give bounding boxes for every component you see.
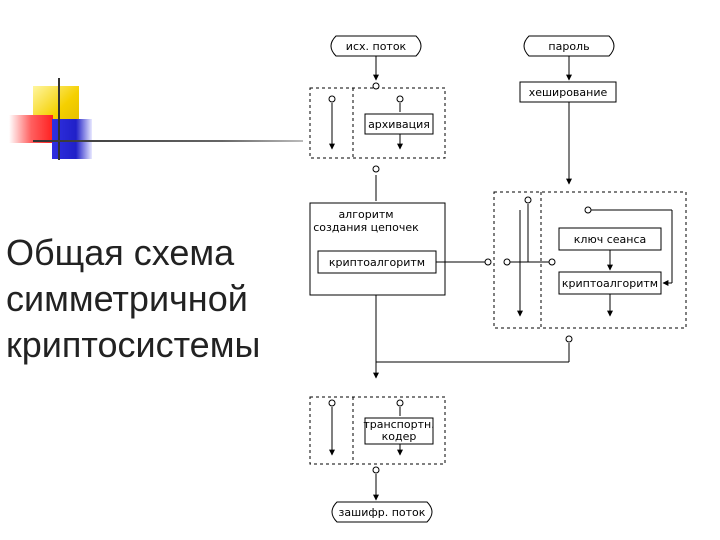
input-stream-terminal [330, 35, 422, 57]
input-stream-label: исх. поток [346, 40, 407, 53]
transport-coder-label-1: транспортн. [363, 418, 434, 431]
password-label: пароль [548, 40, 589, 53]
decorative-horizontal-line [33, 140, 303, 142]
hashing-label: хеширование [529, 86, 608, 99]
slide-title-line-3: криптосистемы [6, 324, 261, 365]
decorative-red-square [9, 115, 53, 143]
hashing-box [519, 81, 617, 103]
encrypted-stream-terminal [331, 501, 433, 523]
transport-group [309, 396, 446, 465]
slide-title: Общая схема симметричной криптосистемы [6, 230, 306, 368]
archiving-label: архивация [368, 118, 430, 131]
slide-title-line-2: симметричной [6, 278, 248, 319]
encrypted-stream-label: зашифр. поток [339, 506, 426, 519]
crypto-algorithm-left-label: криптоалгоритм [329, 256, 425, 269]
decorative-vertical-line [58, 78, 60, 160]
transport-coder-label-2: кодер [382, 430, 417, 443]
transport-coder-box [364, 417, 434, 445]
chain-algorithm-label-2: создания цепочек [313, 221, 419, 234]
chain-algorithm-label-1: алгоритм [338, 208, 393, 221]
password-terminal [523, 35, 615, 57]
crypto-algorithm-right-label: криптоалгоритм [562, 277, 658, 290]
chain-algorithm-box [309, 202, 446, 296]
archiving-box [364, 113, 434, 135]
session-key-group [493, 191, 687, 329]
slide-title-line-1: Общая схема [6, 232, 235, 273]
session-key-label: ключ сеанса [574, 233, 646, 246]
